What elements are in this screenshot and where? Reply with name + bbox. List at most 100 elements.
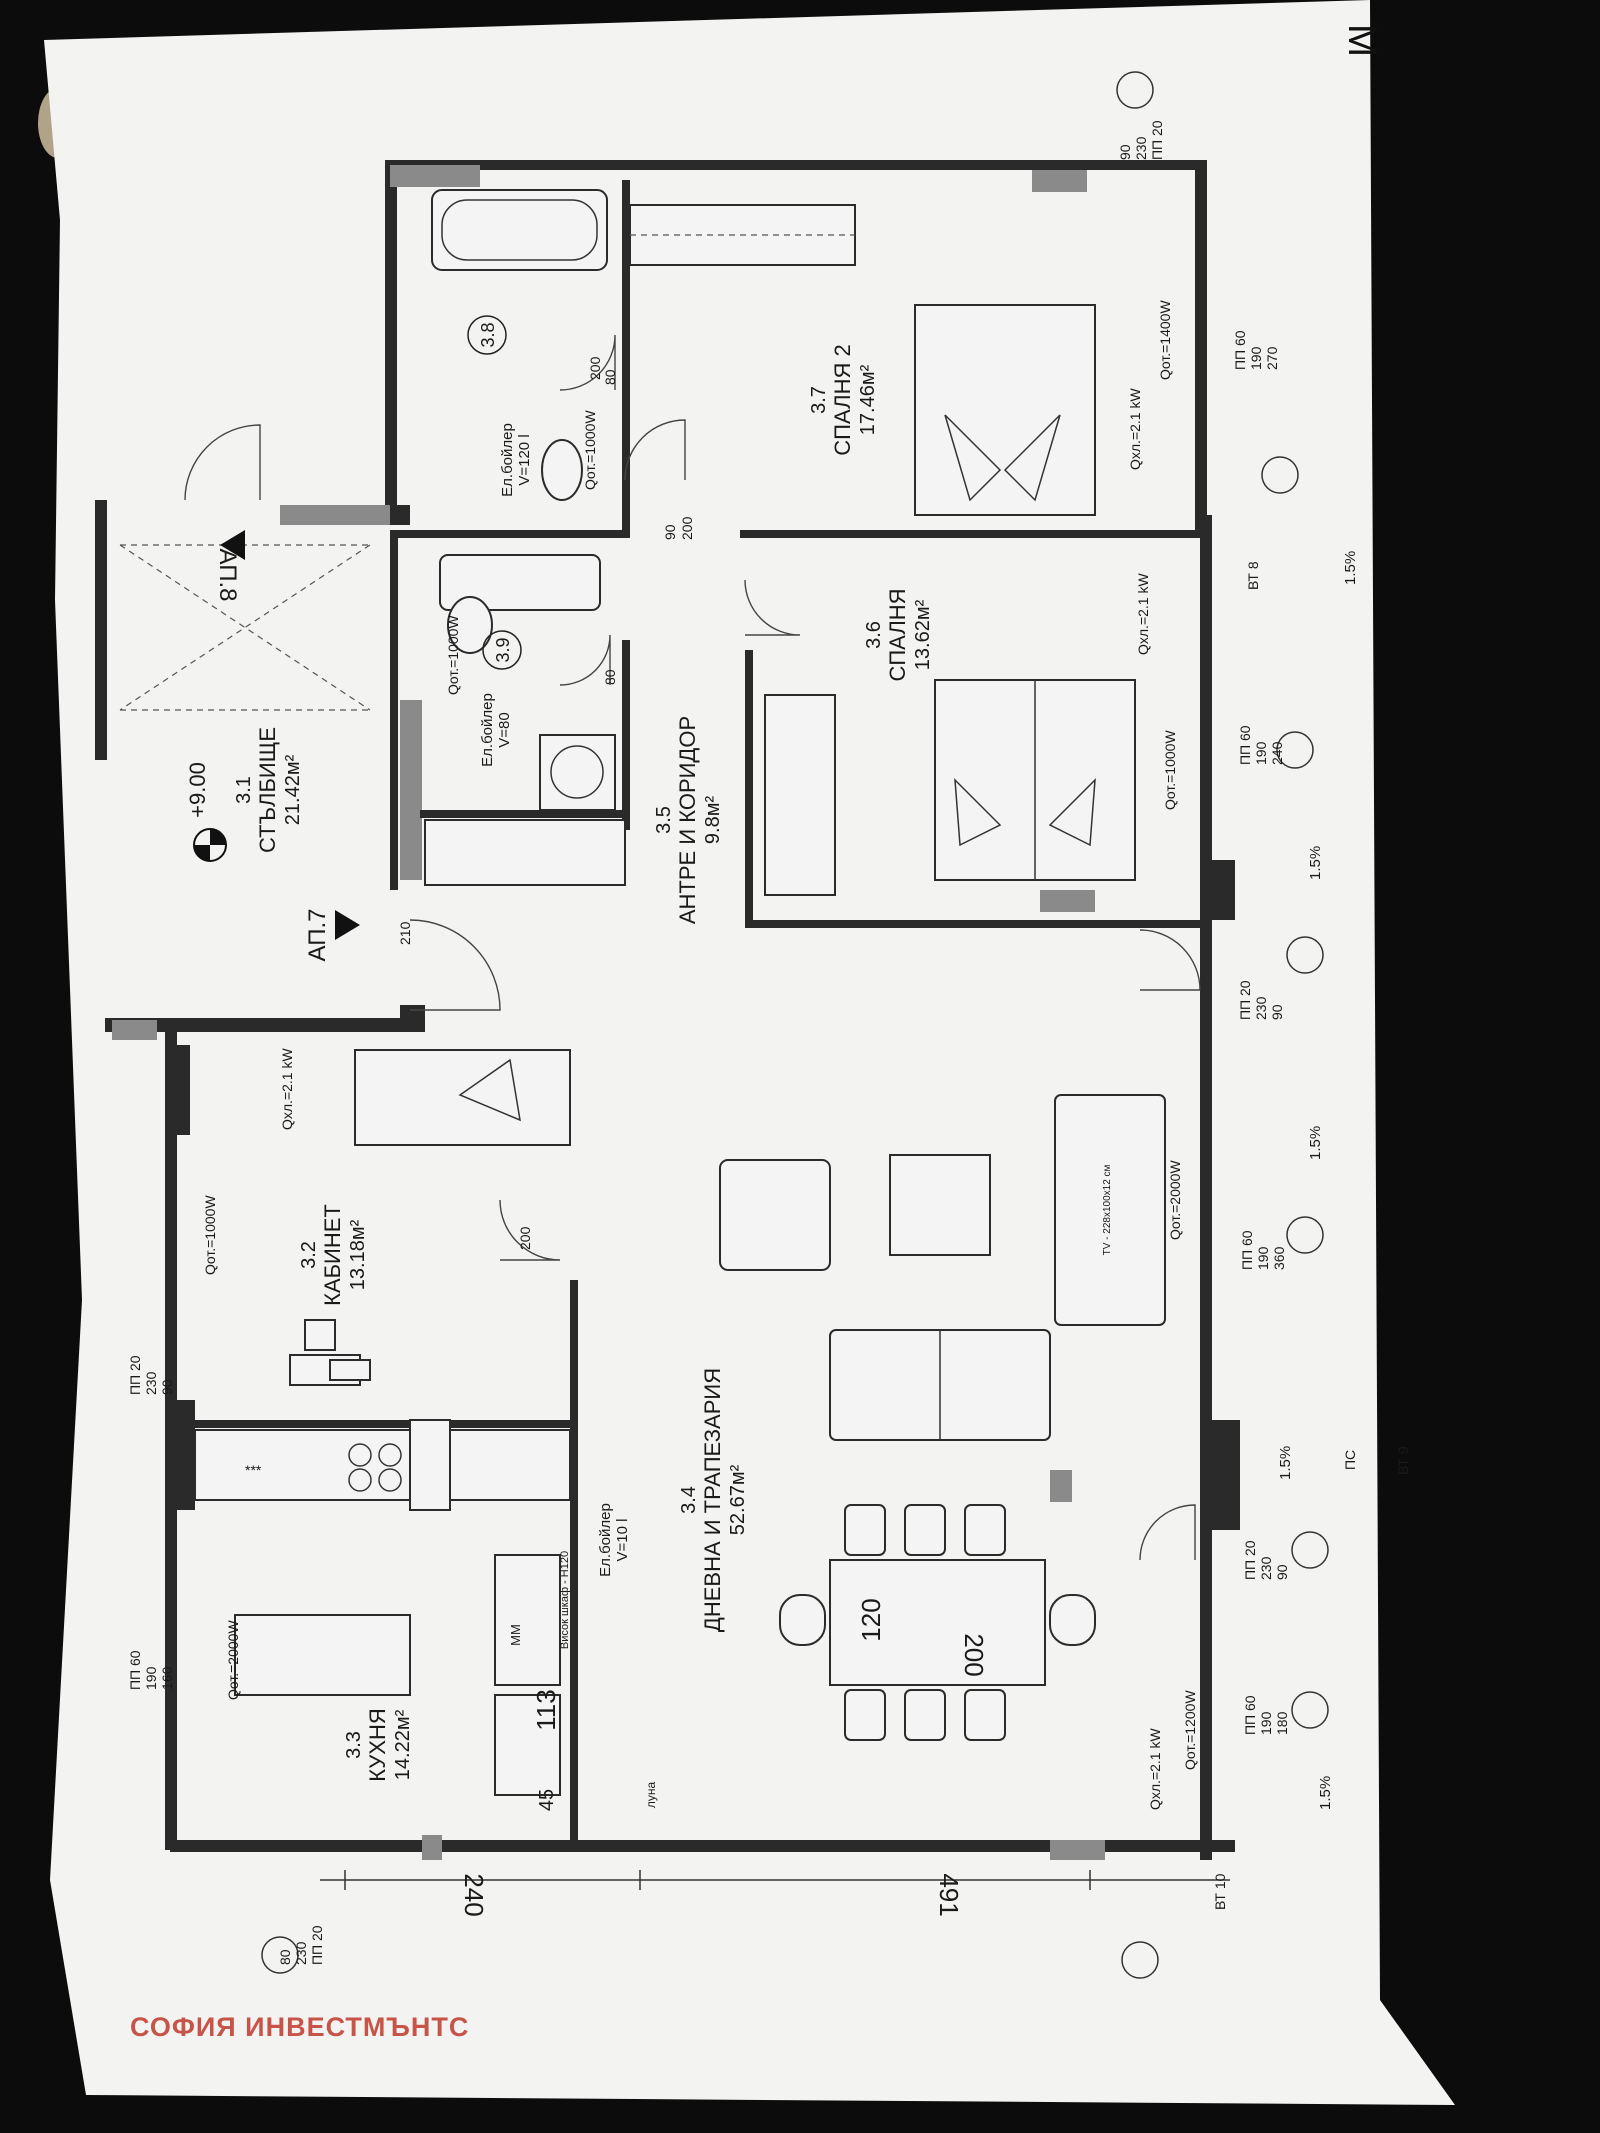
apartment-arrow-right <box>335 910 360 940</box>
svg-text:Ел.бойлер: Ел.бойлер <box>479 693 496 767</box>
window-code-4: ПП 20 230 90 <box>1237 980 1285 1020</box>
kitchen-island <box>234 1614 411 1696</box>
bed-spalnia-2 <box>914 304 1096 516</box>
svg-text:14.22м²: 14.22м² <box>392 1709 414 1780</box>
fridge-label: *** <box>245 1462 262 1478</box>
svg-text:90: 90 <box>1117 144 1133 160</box>
svg-text:ДНЕВНА И ТРАПЕЗАРИЯ: ДНЕВНА И ТРАПЕЗАРИЯ <box>700 1368 725 1632</box>
column-markers <box>261 71 1329 1979</box>
svg-text:3.8: 3.8 <box>478 322 498 347</box>
svg-text:СТЪЛБИЩЕ: СТЪЛБИЩЕ <box>255 727 280 853</box>
heater-label-4: Qот.=1000W <box>1162 730 1178 810</box>
dimension-491: 491 <box>934 1873 964 1916</box>
boiler-label-3: Ел.бойлер V=10 l <box>597 1503 631 1577</box>
sofa-two-seater <box>829 1329 1051 1441</box>
washer <box>539 734 616 811</box>
dimension-113: 113 <box>531 1689 561 1730</box>
office-desk <box>289 1319 371 1386</box>
svg-text:КУХНЯ: КУХНЯ <box>365 1708 390 1782</box>
toilet-3-8 <box>541 439 583 501</box>
tv-note: TV - 228x100x12 см <box>1102 1164 1113 1255</box>
door-size-1: 90 <box>662 524 678 540</box>
room-label-3-3: 3.3 КУХНЯ 14.22м² <box>343 1708 414 1782</box>
apartment-label-ap8: АП.8 <box>214 548 241 601</box>
hatched-blocks <box>112 165 1105 1860</box>
svg-text:СПАЛНЯ 2: СПАЛНЯ 2 <box>830 344 855 455</box>
slope-label-2: 1.5% <box>1307 846 1324 880</box>
level-mark-symbol <box>193 828 227 862</box>
wardrobe-spalnia-2 <box>629 204 856 266</box>
window-code-10: 80 230 ПП 20 <box>277 1925 325 1965</box>
boiler-label-1: Ел.бойлер V=120 l <box>499 423 533 497</box>
door-size-6: 200 <box>517 1226 533 1250</box>
door-size-2: 200 <box>679 516 695 540</box>
cooling-label-1: Qхл.=2.1 kW <box>1127 388 1143 470</box>
table-width: 120 <box>856 1598 886 1641</box>
svg-text:3.1: 3.1 <box>233 776 255 804</box>
window-code-7: ПП 60 190 180 <box>1242 1695 1290 1735</box>
svg-text:230: 230 <box>1133 136 1149 160</box>
dining-chairs <box>779 1504 1096 1741</box>
svg-text:ПП 20: ПП 20 <box>127 1355 143 1395</box>
svg-text:Ел.бойлер: Ел.бойлер <box>597 1503 614 1577</box>
svg-text:ПП 60: ПП 60 <box>1232 330 1248 370</box>
svg-text:3.3: 3.3 <box>343 1731 365 1759</box>
svg-text:13.18м²: 13.18м² <box>347 1219 369 1290</box>
svg-text:270: 270 <box>1264 346 1280 370</box>
svg-text:ПП 20: ПП 20 <box>309 1925 325 1965</box>
corner-letter: M <box>1340 23 1385 58</box>
dining-table <box>779 1504 1096 1741</box>
slope-label-4: 1.5% <box>1277 1446 1294 1480</box>
moon-label: луна <box>644 1782 658 1809</box>
window-code-3: ПП 60 190 240 <box>1237 725 1285 765</box>
room-label-3-8: 3.8 <box>467 315 507 355</box>
apartment-label-ap7: АП.7 <box>304 908 331 961</box>
kitchen-counter <box>194 1419 571 1511</box>
toilet-3-9 <box>447 596 493 654</box>
tall-cabinet <box>494 1554 561 1796</box>
svg-text:80: 80 <box>277 1949 293 1965</box>
window-code-6: ПП 20 230 90 <box>1242 1540 1290 1580</box>
svg-text:3.4: 3.4 <box>678 1486 700 1514</box>
svg-text:360: 360 <box>1271 1246 1287 1270</box>
svg-text:ПП 20: ПП 20 <box>1242 1540 1258 1580</box>
mm-label: ММ <box>508 1624 523 1646</box>
room-label-3-2: 3.2 КАБИНЕТ 13.18м² <box>298 1204 369 1306</box>
door-size-3: 80 <box>602 369 618 385</box>
dimension-lines <box>320 1870 1230 1890</box>
slope-label-3: 1.5% <box>1307 1126 1324 1160</box>
room-label-3-7: 3.7 СПАЛНЯ 2 17.46м² <box>808 344 879 455</box>
svg-text:+9.00: +9.00 <box>185 762 210 818</box>
paper-sheet <box>44 0 1455 2105</box>
table-length: 200 <box>959 1633 989 1676</box>
svg-text:3.9: 3.9 <box>493 637 513 662</box>
svg-text:17.46м²: 17.46м² <box>857 364 879 435</box>
bathtub-3-9 <box>439 554 601 611</box>
svg-text:ПП 60: ПП 60 <box>1242 1695 1258 1735</box>
svg-text:230: 230 <box>1258 1556 1274 1580</box>
wardrobe-antre <box>424 819 626 886</box>
svg-text:3.2: 3.2 <box>298 1241 320 1269</box>
bed-spalnia <box>934 679 1136 881</box>
svg-text:90: 90 <box>159 1379 175 1395</box>
svg-text:СПАЛНЯ: СПАЛНЯ <box>885 588 910 681</box>
heater-label-5: Qот.=2000W <box>1167 1160 1183 1240</box>
svg-text:АП.7: АП.7 <box>304 908 331 961</box>
sofa-living <box>1054 1094 1166 1326</box>
door-size-4: 200 <box>587 356 603 380</box>
svg-text:190: 190 <box>1258 1711 1274 1735</box>
svg-text:240: 240 <box>1269 741 1285 765</box>
svg-text:190: 190 <box>1248 346 1264 370</box>
svg-text:160: 160 <box>159 1666 175 1690</box>
room-label-3-9: 3.9 <box>482 630 522 670</box>
window-code-1: 90 230 ПП 20 <box>1117 120 1165 160</box>
svg-text:230: 230 <box>143 1371 159 1395</box>
cooling-label-2: Qхл.=2.1 kW <box>1135 573 1151 655</box>
heater-label-7: Qот.=2000W <box>225 1620 241 1700</box>
svg-text:ПП 60: ПП 60 <box>1239 1230 1255 1270</box>
svg-text:V=10 l: V=10 l <box>614 1519 631 1562</box>
svg-text:ПП 60: ПП 60 <box>127 1650 143 1690</box>
svg-text:21.42м²: 21.42м² <box>282 754 304 825</box>
single-bed-kabinet <box>354 1049 571 1146</box>
